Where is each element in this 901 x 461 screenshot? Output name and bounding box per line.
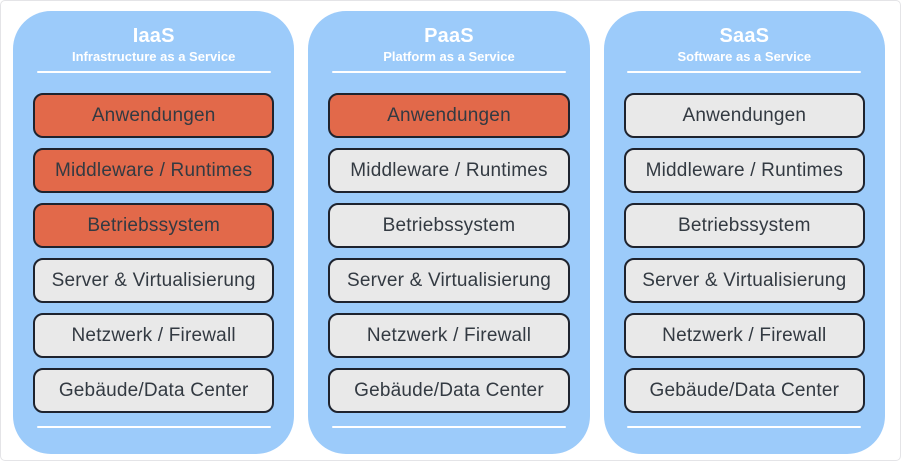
column-saas: SaaS Software as a Service Anwendungen M… bbox=[603, 11, 885, 454]
iaas-layer-gebaeude-data-center: Gebäude/Data Center bbox=[33, 368, 275, 413]
paas-layer-middleware-runtimes: Middleware / Runtimes bbox=[328, 148, 570, 193]
saas-layer-anwendungen: Anwendungen bbox=[623, 93, 865, 138]
saas-layer-server-virtualisierung: Server & Virtualisierung bbox=[623, 258, 865, 303]
iaas-layer-anwendungen: Anwendungen bbox=[33, 93, 275, 138]
iaas-layer-betriebssystem: Betriebssystem bbox=[33, 203, 275, 248]
layer-stack-iaas: Anwendungen Middleware / Runtimes Betrie… bbox=[33, 93, 275, 413]
column-title-iaas: IaaS bbox=[132, 25, 175, 47]
footer-divider bbox=[331, 426, 567, 428]
header-divider bbox=[36, 71, 271, 73]
column-iaas: IaaS Infrastructure as a Service Anwendu… bbox=[13, 11, 295, 454]
layer-stack-saas: Anwendungen Middleware / Runtimes Betrie… bbox=[623, 93, 865, 413]
column-subtitle-saas: Software as a Service bbox=[677, 49, 812, 64]
footer-divider bbox=[627, 426, 862, 428]
header-divider bbox=[627, 71, 862, 73]
iaas-layer-netzwerk-firewall: Netzwerk / Firewall bbox=[33, 313, 275, 358]
footer-divider bbox=[36, 426, 271, 428]
saas-layer-betriebssystem: Betriebssystem bbox=[623, 203, 865, 248]
iaas-layer-middleware-runtimes: Middleware / Runtimes bbox=[33, 148, 275, 193]
paas-layer-gebaeude-data-center: Gebäude/Data Center bbox=[328, 368, 570, 413]
paas-layer-betriebssystem: Betriebssystem bbox=[328, 203, 570, 248]
layer-stack-paas: Anwendungen Middleware / Runtimes Betrie… bbox=[328, 93, 570, 413]
column-subtitle-iaas: Infrastructure as a Service bbox=[72, 49, 236, 64]
column-title-paas: PaaS bbox=[424, 25, 474, 47]
header-divider bbox=[331, 71, 567, 73]
paas-layer-anwendungen: Anwendungen bbox=[328, 93, 570, 138]
paas-layer-netzwerk-firewall: Netzwerk / Firewall bbox=[328, 313, 570, 358]
iaas-layer-server-virtualisierung: Server & Virtualisierung bbox=[33, 258, 275, 303]
column-paas: PaaS Platform as a Service Anwendungen M… bbox=[308, 11, 590, 454]
saas-layer-netzwerk-firewall: Netzwerk / Firewall bbox=[623, 313, 865, 358]
column-subtitle-paas: Platform as a Service bbox=[383, 49, 515, 64]
column-title-saas: SaaS bbox=[719, 25, 770, 47]
saas-layer-middleware-runtimes: Middleware / Runtimes bbox=[623, 148, 865, 193]
paas-layer-server-virtualisierung: Server & Virtualisierung bbox=[328, 258, 570, 303]
saas-layer-gebaeude-data-center: Gebäude/Data Center bbox=[623, 368, 865, 413]
